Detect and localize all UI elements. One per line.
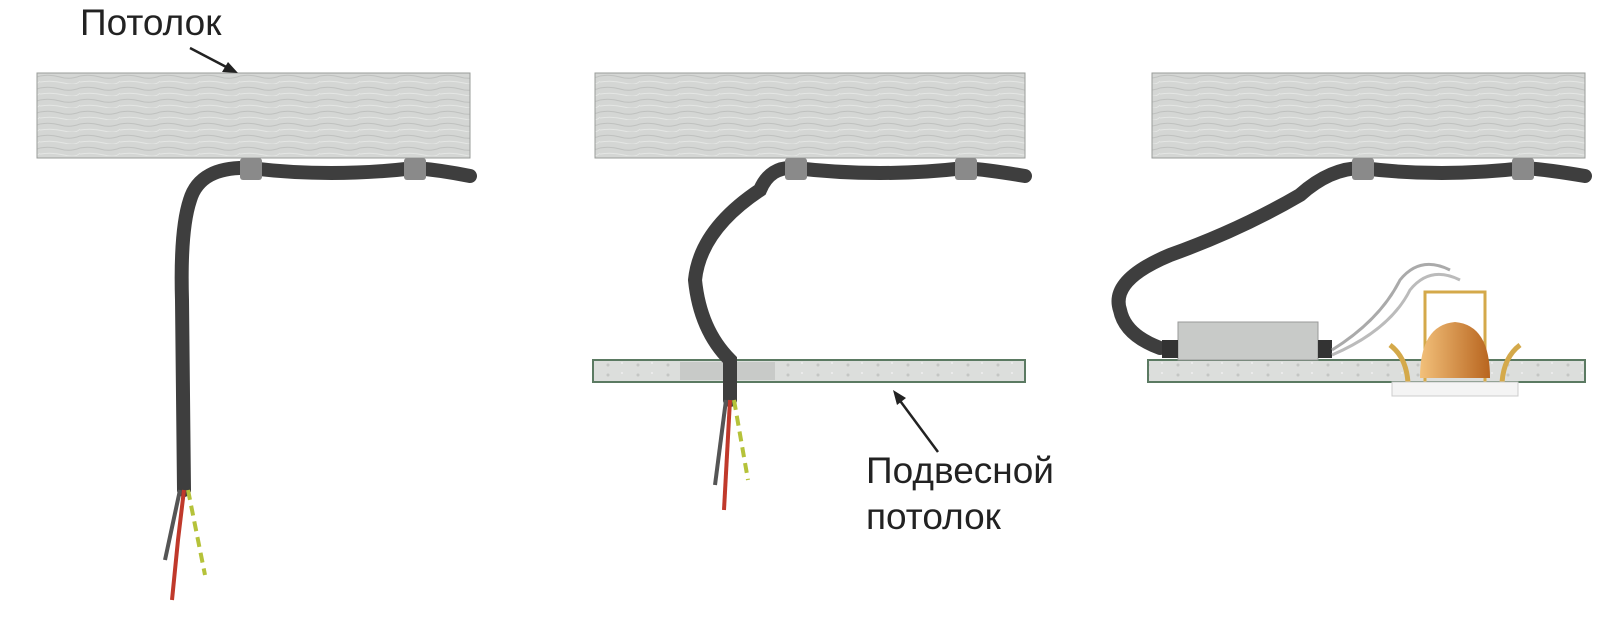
ceiling-slab bbox=[594, 72, 1026, 159]
cable-clip bbox=[955, 158, 977, 180]
suspended-ceiling-board bbox=[592, 359, 1026, 383]
cable-clip bbox=[785, 158, 807, 180]
arrow-head bbox=[893, 390, 906, 405]
suspended-ceiling-label-line2: потолок bbox=[866, 496, 1001, 538]
suspended-ceiling-label: Подвесной потолок bbox=[866, 448, 1054, 541]
wire-grey bbox=[713, 399, 728, 486]
wire-yellow-green bbox=[732, 399, 750, 481]
panel-2 bbox=[592, 72, 1032, 511]
transformer bbox=[1177, 321, 1319, 361]
cable-clip bbox=[404, 158, 426, 180]
wire-grey bbox=[163, 489, 182, 561]
panel-3 bbox=[1111, 72, 1592, 397]
cable bbox=[174, 160, 477, 497]
suspended-ceiling-board bbox=[1147, 359, 1586, 383]
ceiling-label: Потолок bbox=[80, 2, 222, 43]
wire-yellow-green bbox=[186, 489, 207, 576]
lamp-wires bbox=[1331, 262, 1451, 352]
wire-red bbox=[722, 399, 732, 511]
arrow-head bbox=[222, 62, 238, 73]
ceiling-slab bbox=[1151, 72, 1586, 159]
ceiling-slab bbox=[36, 72, 471, 159]
ceiling-arrow bbox=[189, 46, 233, 72]
wire-red bbox=[170, 489, 186, 601]
suspended-ceiling-label-line1: Подвесной bbox=[866, 450, 1054, 491]
panel-1 bbox=[36, 46, 477, 601]
cable-clip bbox=[1512, 158, 1534, 180]
cable bbox=[1111, 160, 1592, 355]
cable-clip bbox=[1352, 158, 1374, 180]
cable-clip bbox=[240, 158, 262, 180]
lamp-dome bbox=[1420, 322, 1490, 378]
suspended-ceiling-arrow bbox=[896, 397, 940, 453]
